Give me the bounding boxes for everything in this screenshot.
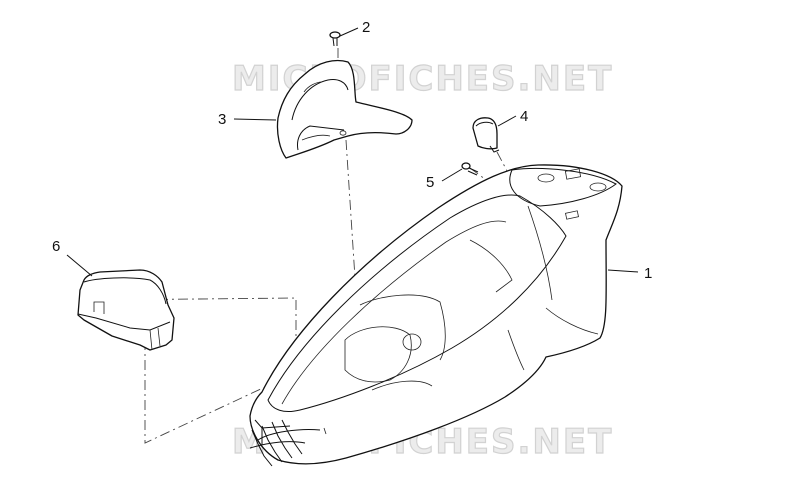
callout-4: 4 [520,108,528,125]
callout-2: 2 [362,19,370,36]
clip-cover-part[interactable] [472,117,500,153]
hinge-ribs [249,419,321,467]
leader-lines [66,27,639,277]
callout-6: 6 [52,238,60,255]
callout-5: 5 [426,174,434,191]
battery-cover-part[interactable] [276,59,413,159]
callout-1: 1 [644,265,652,282]
callout-3: 3 [218,111,226,128]
screw-part-2[interactable] [329,31,341,47]
screw-part-5[interactable] [461,162,479,176]
box-cover-part[interactable] [77,269,175,351]
helmet-compartment-part[interactable] [249,164,623,467]
